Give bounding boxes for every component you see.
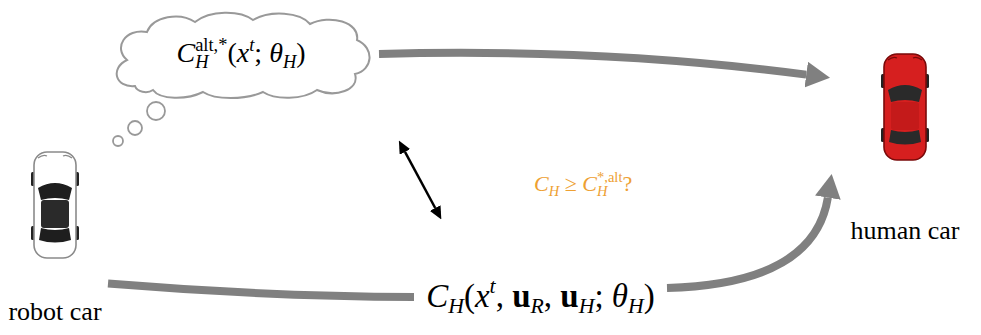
car-rear-window — [889, 130, 921, 145]
car-light — [63, 155, 72, 158]
math-run: , — [496, 278, 513, 314]
math-run: C — [176, 37, 195, 68]
math-run: ) — [296, 37, 305, 68]
math-run: θ — [612, 278, 628, 314]
formula-text: CHalt,*(xt; θH) — [176, 31, 305, 78]
car-roof — [41, 200, 69, 228]
formula-text: CH(xt, uR, uH; θH) — [426, 269, 655, 324]
car-node: human car — [832, 52, 978, 252]
math-run: x — [237, 37, 249, 68]
connector — [108, 284, 414, 297]
math-run: C — [426, 278, 448, 314]
math-run: C — [582, 171, 597, 196]
car-rear-window — [39, 228, 71, 243]
math-run: ( — [227, 37, 236, 68]
car-icon — [29, 150, 81, 260]
cloud-path — [117, 13, 370, 98]
thought-dot — [147, 102, 165, 120]
car-body — [884, 54, 926, 160]
math-run: H — [195, 52, 208, 72]
car-icon — [879, 52, 931, 162]
math-run: robot car — [8, 297, 101, 326]
math-run: R — [531, 295, 544, 319]
math-run: H — [628, 295, 644, 319]
cost-formula: CH(xt, uR, uH; θH) — [418, 267, 663, 327]
car-body — [34, 152, 76, 258]
connector — [667, 198, 828, 288]
car-light — [913, 57, 922, 60]
connector — [405, 152, 435, 208]
math-run: ) — [644, 278, 655, 314]
car-windshield — [38, 183, 72, 200]
math-run: ; — [594, 278, 611, 314]
math-run: H — [283, 52, 296, 72]
math-run: t — [249, 35, 254, 55]
math-run: *,alt — [597, 169, 622, 185]
thought-dot — [113, 136, 123, 146]
math-run: θ — [269, 37, 283, 68]
math-run: t — [490, 274, 496, 298]
math-run: H — [549, 183, 559, 199]
math-run: u — [512, 278, 530, 314]
math-run: ≥ — [559, 171, 582, 196]
math-run: H — [597, 183, 607, 199]
math-run: u — [560, 278, 578, 314]
thought-dot — [128, 121, 142, 135]
math-run: ? — [622, 171, 632, 196]
math-run: ; — [254, 37, 269, 68]
car-label: robot car — [8, 291, 101, 333]
thought-cloud: CHalt,*(xt; θH) — [105, 8, 377, 100]
math-run: H — [579, 295, 595, 319]
math-run: H — [448, 295, 464, 319]
math-run: alt,* — [195, 35, 227, 55]
connector — [379, 53, 806, 75]
car-light — [888, 57, 897, 60]
car-roof — [891, 102, 919, 130]
math-run: x — [475, 278, 490, 314]
math-run: human car — [850, 216, 959, 245]
edge-label: CH ≥ CH*,alt? — [532, 166, 634, 203]
car-windshield — [888, 85, 922, 102]
car-label: human car — [850, 210, 959, 252]
math-run: C — [534, 171, 549, 196]
car-light — [38, 155, 47, 158]
math-run: , — [544, 278, 561, 314]
car-node: robot car — [2, 150, 108, 333]
math-run: ( — [464, 278, 475, 314]
